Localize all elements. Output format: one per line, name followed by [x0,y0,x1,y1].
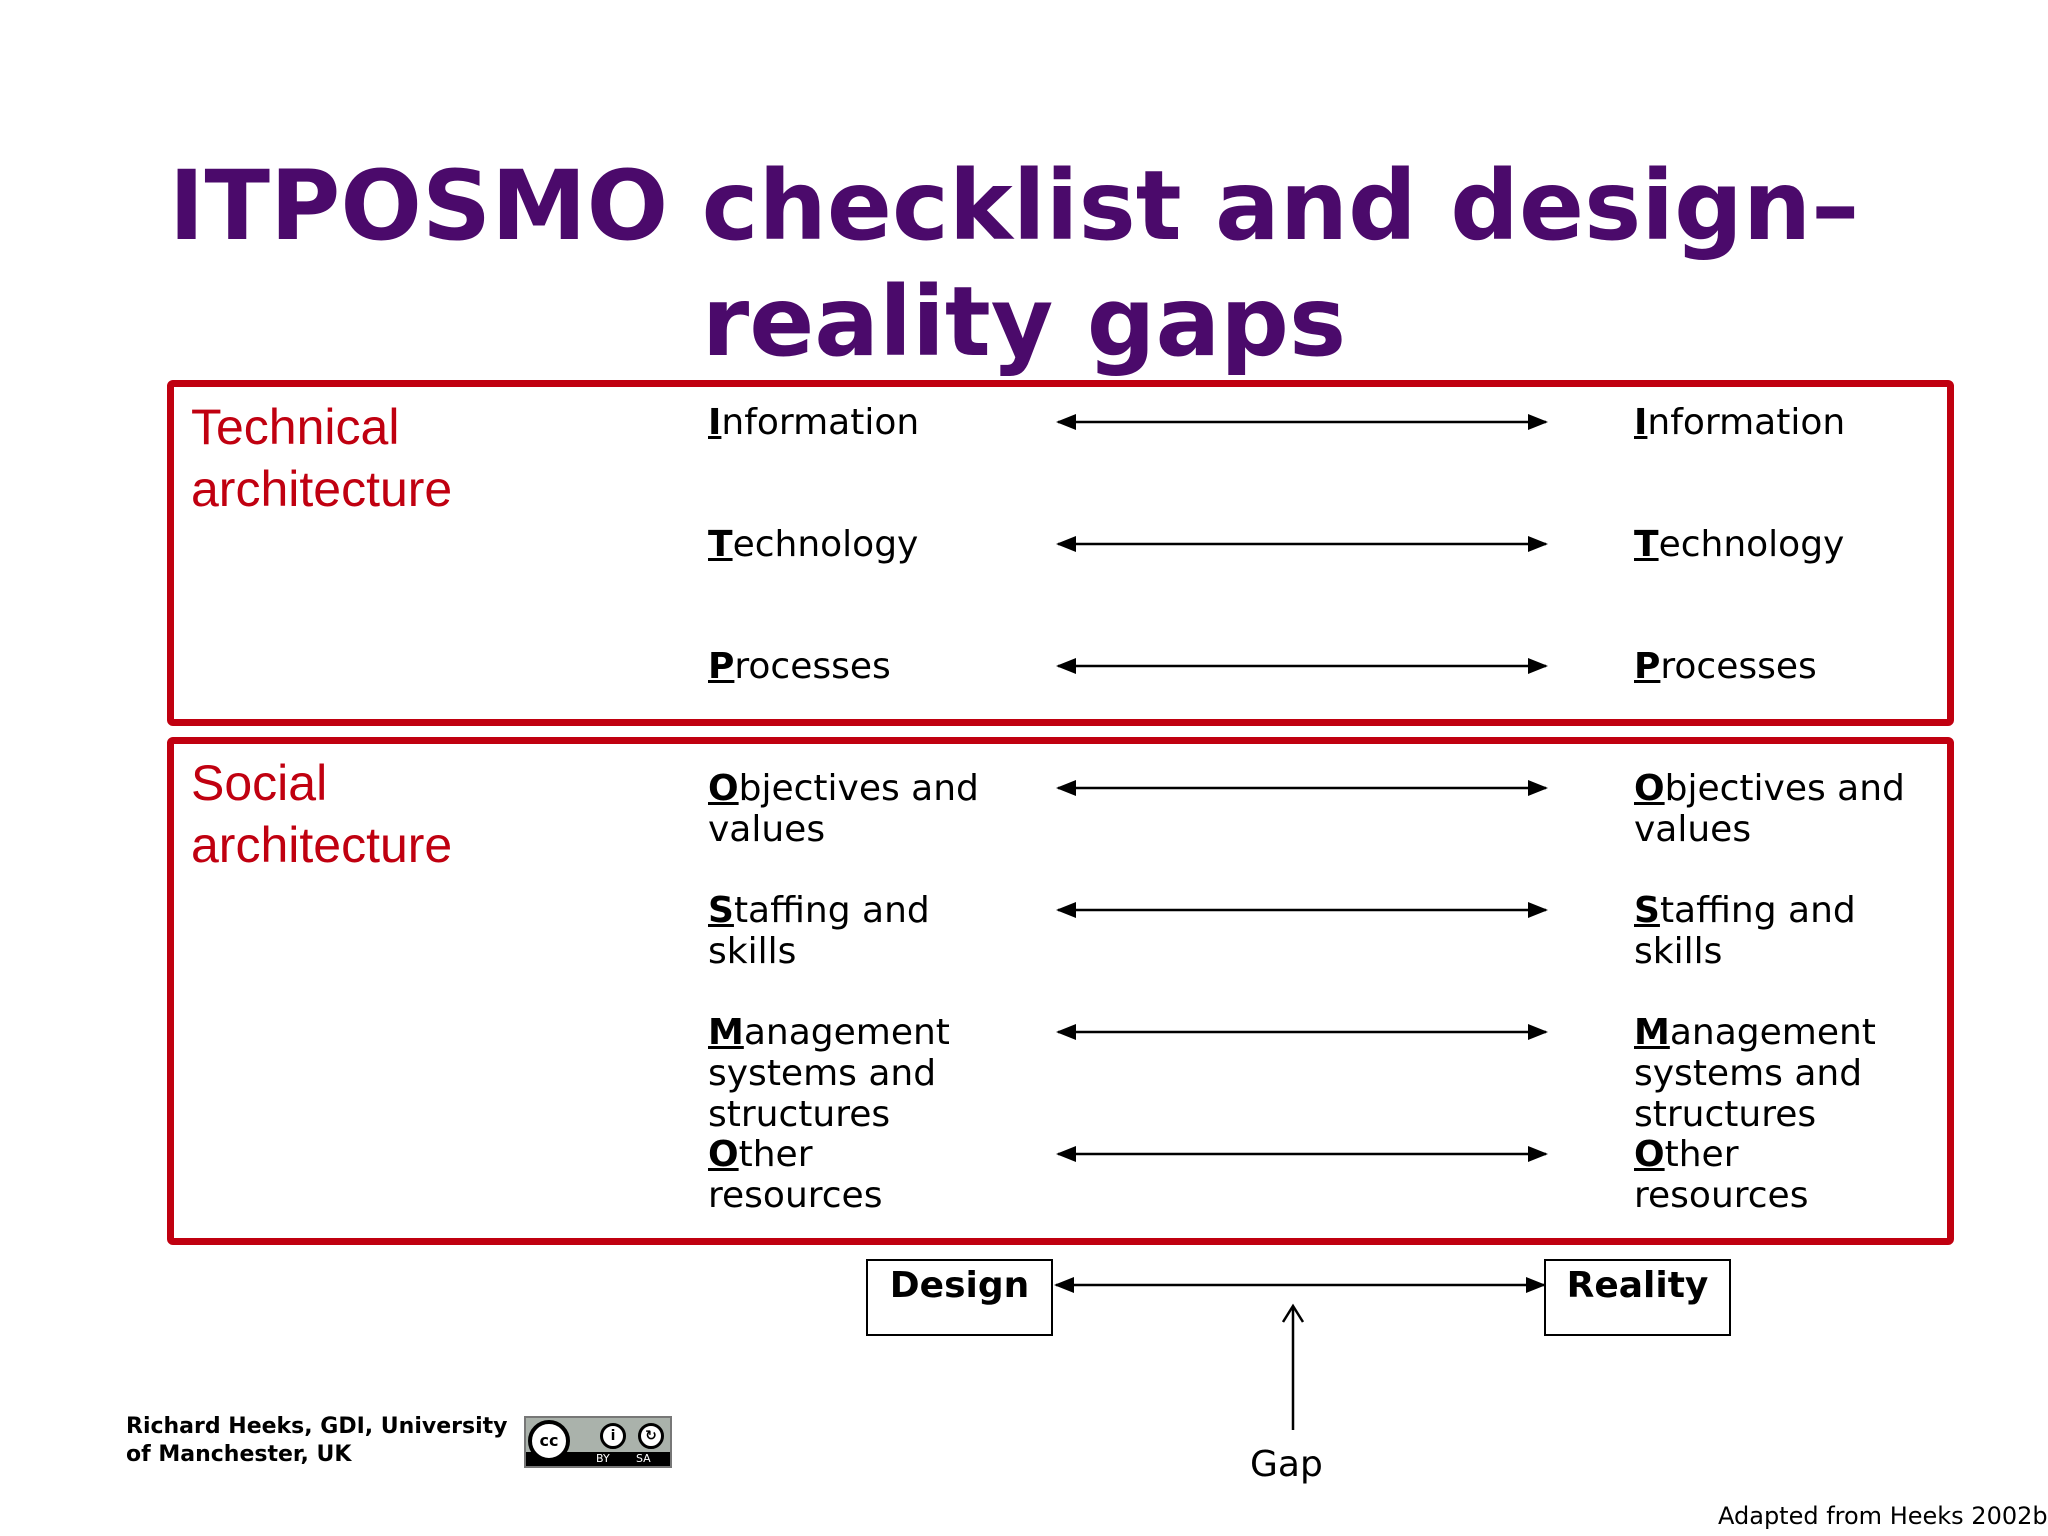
item-text: nformation [721,402,920,443]
reality-item-staffing: Staffing and skills [1634,890,1954,972]
item-initial: O [1634,1134,1665,1175]
author-credit: Richard Heeks, GDI, University of Manche… [126,1413,507,1469]
item-text: ther resources [1634,1134,1809,1216]
item-initial: P [708,646,735,687]
design-item-information: Information [708,402,1028,443]
item-text: nformation [1647,402,1846,443]
title-line-1: ITPOSMO checklist and design– [168,150,1860,262]
reality-item-information: Information [1634,402,1954,443]
attribution-icon: i [600,1423,626,1449]
item-text: echnology [1658,524,1845,565]
design-label-box: Design [866,1259,1053,1336]
share-alike-icon: ↻ [638,1423,664,1449]
item-text: taffing and skills [1634,890,1856,972]
technical-label-line-1: Technical [191,399,400,455]
design-item-staffing: Staffing and skills [708,890,1028,972]
reality-item-processes: Processes [1634,646,1954,687]
item-text: ther resources [708,1134,883,1216]
item-initial: O [1634,768,1665,809]
item-initial: P [1634,646,1661,687]
social-architecture-label: Social architecture [191,752,452,876]
gap-pointer-arrowhead [1281,1303,1305,1323]
source-citation: Adapted from Heeks 2002b [1718,1502,2048,1530]
item-text: taffing and skills [708,890,930,972]
social-architecture-frame [167,737,1954,1245]
gap-label: Gap [1250,1444,1323,1485]
item-initial: T [708,524,733,565]
reality-item-objectives: Objectives and values [1634,768,1954,850]
item-initial: M [708,1012,744,1053]
cc-license-badge[interactable]: cc i ↻ BY SA [524,1416,672,1468]
reality-label: Reality [1566,1265,1709,1306]
item-text: bjectives and values [708,768,979,850]
social-label-line-1: Social [191,755,328,811]
technical-architecture-frame [167,380,1954,726]
item-initial: M [1634,1012,1670,1053]
design-item-technology: Technology [708,524,1028,565]
credit-line-2: of Manchester, UK [126,1442,352,1467]
design-item-other: Other resources [708,1134,958,1216]
credit-line-1: Richard Heeks, GDI, University [126,1414,508,1439]
item-initial: S [708,890,734,931]
item-initial: I [1634,402,1648,443]
design-item-processes: Processes [708,646,1028,687]
badge-sa-label: SA [636,1452,651,1465]
item-text: bjectives and values [1634,768,1905,850]
design-item-objectives: Objectives and values [708,768,1028,850]
item-initial: S [1634,890,1660,931]
technical-architecture-label: Technical architecture [191,396,452,520]
item-text: rocesses [1660,646,1817,687]
item-initial: I [708,402,722,443]
reality-item-technology: Technology [1634,524,1954,565]
title-line-2: reality gaps [701,266,1347,378]
item-text: anagement systems and structures [708,1012,950,1135]
technical-label-line-2: architecture [191,461,453,517]
item-initial: T [1634,524,1659,565]
reality-item-other: Other resources [1634,1134,1884,1216]
badge-by-label: BY [596,1452,610,1465]
reality-item-management: Management systems and structures [1634,1012,1894,1135]
cc-icon: cc [528,1420,570,1462]
item-initial: O [708,768,739,809]
item-text: anagement systems and structures [1634,1012,1876,1135]
reality-label-box: Reality [1544,1259,1731,1336]
social-label-line-2: architecture [191,817,453,873]
item-text: rocesses [734,646,891,687]
item-text: echnology [732,524,919,565]
design-label: Design [889,1265,1030,1306]
design-item-management: Management systems and structures [708,1012,968,1135]
slide-title: ITPOSMO checklist and design– reality ga… [0,148,2048,380]
item-initial: O [708,1134,739,1175]
